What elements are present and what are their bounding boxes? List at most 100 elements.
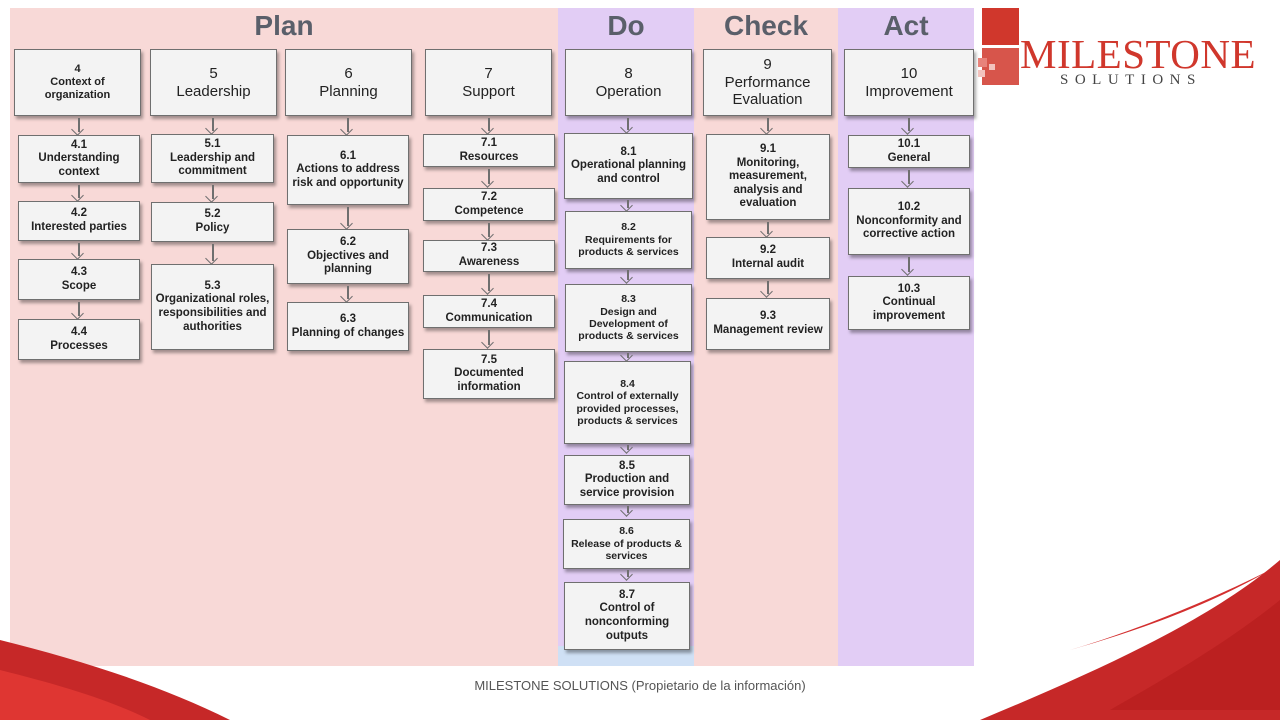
clause-8-7-box: 8.7 Control of nonconforming outputs (564, 582, 690, 650)
clause-label: Control of externally provided processes… (576, 390, 679, 427)
clause-label: Control of nonconforming outputs (584, 602, 670, 642)
do-column-footer (558, 646, 694, 666)
logo-subtitle: SOLUTIONS (1060, 72, 1202, 88)
clause-4-2-box: 4.2 Interested parties (18, 201, 140, 241)
clause-label: Release of products & services (571, 537, 682, 563)
arrow (212, 118, 214, 131)
clause-6-box: 6 Planning (285, 49, 412, 116)
arrow (627, 445, 629, 450)
clause-label: Planning (319, 82, 378, 100)
clause-label: Leadership (176, 82, 251, 100)
clause-9-3-box: 9.3 Management review (706, 298, 830, 350)
clause-label: Leadership and commitment (170, 151, 255, 178)
clause-label: Objectives and planning (307, 249, 389, 276)
act-column (838, 8, 974, 666)
arrow (767, 222, 769, 234)
clause-8-3-box: 8.3 Design and Development of products &… (565, 284, 692, 352)
clause-number: 7.1 (481, 136, 497, 149)
clause-number: 6.1 (340, 149, 356, 162)
arrow (908, 118, 910, 131)
arrow (627, 118, 629, 130)
clause-label: Improvement (865, 82, 953, 100)
clause-number: 8 (624, 64, 633, 82)
arrow (347, 286, 349, 299)
arrow (78, 302, 80, 316)
clause-number: 9.2 (760, 244, 776, 257)
arrow (212, 244, 214, 261)
clause-label: Policy (195, 222, 230, 234)
clause-label: Documented information (454, 367, 524, 393)
clause-label: Operation (595, 82, 662, 100)
do-title: Do (607, 10, 645, 41)
clause-number: 10.1 (897, 137, 921, 150)
clause-7-4-box: 7.4 Communication (423, 295, 555, 328)
clause-label: Actions to address risk and opportunity (292, 163, 404, 189)
arrow (627, 353, 629, 358)
clause-8-6-box: 8.6 Release of products & services (563, 519, 690, 569)
arrow (488, 223, 490, 237)
decorative-swoosh-right (980, 560, 1280, 720)
clause-number: 6.3 (340, 312, 356, 325)
clause-8-4-box: 8.4 Control of externally provided proce… (564, 361, 691, 444)
clause-label: Management review (713, 324, 823, 336)
clause-label: Scope (61, 279, 97, 292)
clause-number: 8.3 (621, 293, 636, 306)
clause-9-1-box: 9.1 Monitoring, measurement, analysis an… (706, 134, 830, 220)
clause-label: Support (462, 82, 515, 100)
clause-7-2-box: 7.2 Competence (423, 188, 555, 221)
clause-number: 5 (209, 64, 218, 82)
clause-4-4-box: 4.4 Processes (18, 319, 140, 360)
clause-number: 8.7 (619, 588, 635, 601)
clause-number: 7.3 (481, 242, 497, 255)
logo-mark-icon (978, 8, 1019, 85)
clause-number: 8.5 (619, 459, 635, 472)
clause-number: 5.1 (204, 138, 221, 151)
clause-label: Context of organization (44, 76, 111, 101)
clause-label: Communication (445, 311, 533, 324)
clause-10-1-box: 10.1 General (848, 135, 970, 168)
arrow (627, 200, 629, 208)
arrow (908, 257, 910, 272)
clause-label: Nonconformity and corrective action (856, 214, 962, 241)
clause-number: 9.1 (760, 143, 776, 156)
arrow (347, 118, 349, 132)
clause-label: Organizational roles, responsibilities a… (155, 293, 270, 333)
clause-label: Continual improvement (872, 296, 946, 322)
clause-number: 4.4 (71, 325, 87, 338)
decorative-swoosh-left (0, 640, 230, 720)
clause-number: 7.5 (481, 353, 497, 366)
arrow (78, 243, 80, 256)
clause-label: Requirements for products & services (578, 233, 679, 259)
clause-number: 7.2 (481, 190, 497, 203)
clause-number: 5.2 (204, 208, 221, 221)
clause-number: 8.1 (620, 145, 637, 158)
clause-number: 7 (484, 64, 493, 82)
arrow (212, 185, 214, 199)
act-title: Act (883, 10, 929, 41)
clause-10-box: 10 Improvement (844, 49, 974, 116)
arrow (488, 118, 490, 131)
arrow (78, 185, 80, 198)
clause-label: Operational planning and control (570, 159, 686, 185)
clause-9-box: 9 Performance Evaluation (703, 49, 832, 116)
clause-number: 6.2 (340, 236, 356, 249)
clause-label: Competence (454, 204, 524, 217)
footer-text: MILESTONE SOLUTIONS (Propietario de la i… (474, 678, 806, 693)
clause-8-1-box: 8.1 Operational planning and control (564, 133, 693, 199)
clause-6-2-box: 6.2 Objectives and planning (287, 229, 409, 284)
logo-wordmark: MILESTONE (1020, 31, 1257, 77)
clause-number: 6 (344, 64, 353, 82)
clause-8-2-box: 8.2 Requirements for products & services (565, 211, 692, 269)
clause-9-2-box: 9.2 Internal audit (706, 237, 830, 279)
clause-label: Resources (459, 150, 519, 163)
check-title: Check (723, 10, 809, 41)
clause-number: 4.2 (71, 207, 87, 220)
clause-7-box: 7 Support (425, 49, 552, 116)
arrow (627, 270, 629, 280)
clause-label: Monitoring, measurement, analysis and ev… (729, 156, 807, 210)
clause-label: Production and service provision (579, 473, 675, 499)
clause-5-2-box: 5.2 Policy (151, 202, 274, 242)
clause-4-box: 4 Context of organization (14, 49, 141, 116)
clause-7-1-box: 7.1 Resources (423, 134, 555, 167)
clause-number: 9 (763, 55, 772, 73)
